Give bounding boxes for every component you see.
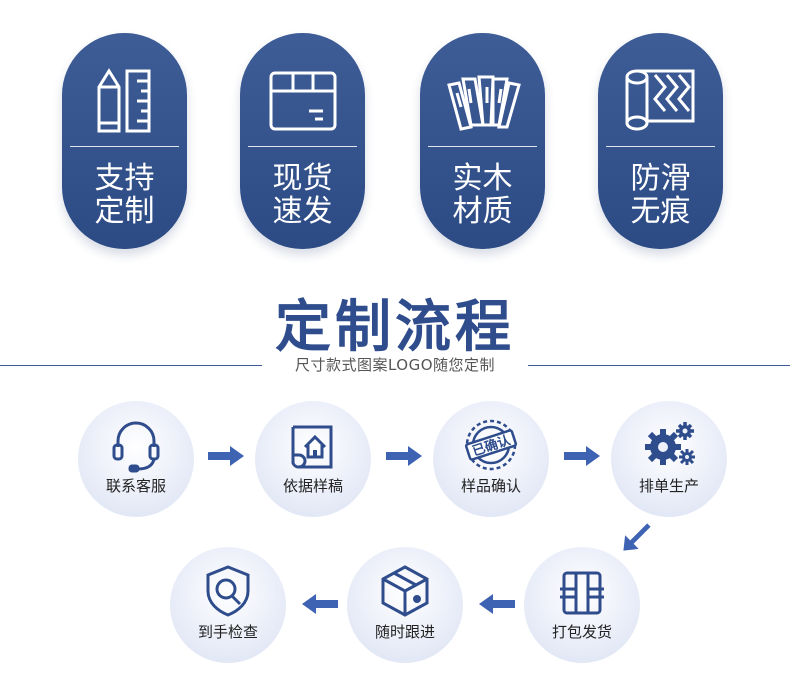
section-title: 定制流程 [275, 295, 515, 360]
step-circle [78, 401, 194, 517]
feature-label-line2: 无痕 [630, 194, 691, 229]
step-label: 到手检查 [197, 623, 258, 641]
pill-divider [70, 146, 179, 147]
feature-label-line1: 现货 [272, 161, 333, 196]
step-label: 依据样稿 [282, 477, 343, 495]
step-label: 排单生产 [638, 477, 699, 495]
feature-label-line2: 定制 [94, 194, 155, 229]
feature-label-line1: 防滑 [630, 161, 691, 196]
blueprint-house-icon [255, 415, 371, 479]
feature-wood: 实木 材质 [420, 33, 545, 249]
package-icon [524, 561, 640, 625]
box-icon [240, 63, 365, 133]
arrow-down-left-icon [620, 520, 654, 558]
shield-search-icon [170, 561, 286, 625]
step-contact: 联系客服 [78, 401, 194, 517]
arrow-left-icon [300, 592, 340, 620]
feature-nonslip: 防滑 无痕 [598, 33, 723, 249]
step-circle [255, 401, 371, 517]
subtitle-divider-left [0, 365, 262, 366]
pill-divider [606, 146, 715, 147]
arrow-right-icon [206, 444, 246, 472]
step-sample-confirm: 已确认 样品确认 [433, 401, 549, 517]
feature-label-line1: 实木 [452, 161, 513, 196]
step-label: 随时跟进 [374, 623, 435, 641]
step-followup: 随时跟进 [347, 547, 463, 663]
step-production: 排单生产 [611, 401, 727, 517]
pill-divider [428, 146, 537, 147]
wood-slats-icon [420, 63, 545, 133]
arrow-right-icon [562, 444, 602, 472]
gears-icon [611, 415, 727, 479]
mat-roll-icon [598, 63, 723, 133]
step-label: 打包发货 [551, 623, 612, 641]
pencil-ruler-icon [62, 63, 187, 133]
step-circle [611, 401, 727, 517]
step-label: 联系客服 [105, 477, 166, 495]
pill-divider [248, 146, 357, 147]
step-sample-draft: 依据样稿 [255, 401, 371, 517]
confirm-stamp-icon: 已确认 [433, 415, 549, 479]
subtitle-divider-right [528, 365, 790, 366]
step-inspection: 到手检查 [170, 547, 286, 663]
arrow-right-icon [384, 444, 424, 472]
section-subtitle: 尺寸款式图案LOGO随您定制 [294, 356, 496, 374]
feature-label-line2: 材质 [452, 194, 513, 229]
step-shipping: 打包发货 [524, 547, 640, 663]
arrow-left-icon [477, 592, 517, 620]
step-label: 样品确认 [460, 477, 521, 495]
feature-label-line1: 支持 [94, 161, 155, 196]
headset-icon [78, 415, 194, 479]
feature-custom: 支持 定制 [62, 33, 187, 249]
tracking-box-icon [347, 561, 463, 625]
feature-instock: 现货 速发 [240, 33, 365, 249]
feature-label-line2: 速发 [272, 194, 333, 229]
step-circle [524, 547, 640, 663]
